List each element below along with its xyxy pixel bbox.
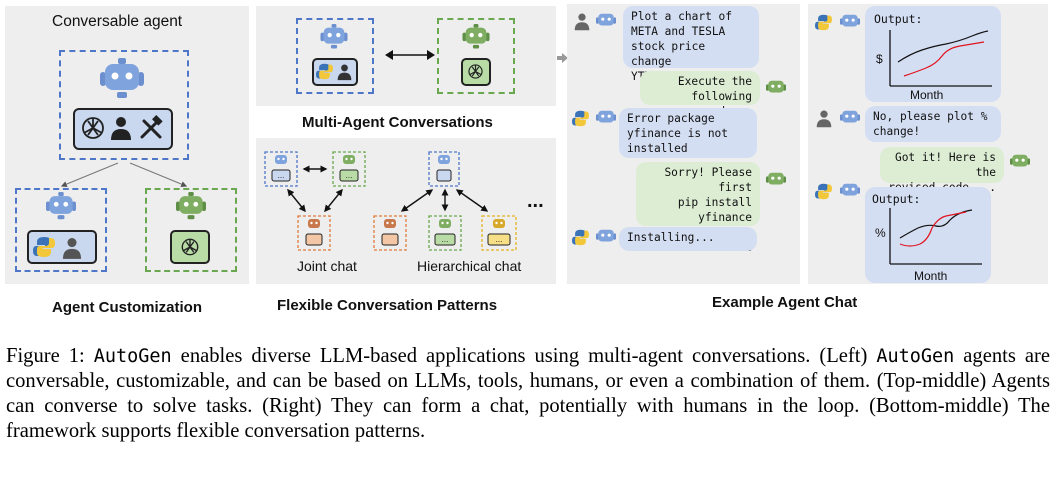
output-chart-2-xlabel: Month bbox=[914, 269, 948, 283]
svg-text:...: ... bbox=[346, 171, 353, 180]
output-chart-2-bubble bbox=[865, 187, 991, 283]
agent-b-capability bbox=[461, 58, 491, 86]
output-chart-1-label: Output: bbox=[874, 12, 923, 26]
openai-icon bbox=[468, 64, 483, 79]
chat-message-4: Sorry! Please first pip install yfinance… bbox=[636, 162, 760, 254]
agent-customization-caption: Agent Customization bbox=[52, 299, 202, 316]
chat-message-5: Installing... bbox=[619, 227, 757, 251]
bidirectional-arrow bbox=[385, 50, 435, 60]
python-icon bbox=[572, 110, 589, 127]
llm-agent-box bbox=[145, 188, 237, 272]
openai-icon bbox=[181, 238, 199, 256]
person-icon bbox=[111, 117, 131, 140]
flexible-patterns-caption: Flexible Conversation Patterns bbox=[277, 297, 498, 314]
conversation-patterns-diagram: ... ... ... ... bbox=[264, 151, 517, 251]
chat-message-3: Error package yfinance is not installed bbox=[619, 108, 757, 158]
output-chart-1 bbox=[889, 30, 992, 87]
python-icon bbox=[815, 183, 832, 200]
conversable-agent-title: Conversable agent bbox=[52, 13, 183, 30]
person-icon bbox=[574, 13, 590, 31]
figure-caption: Figure 1: AutoGen enables diverse LLM-ba… bbox=[6, 344, 1050, 444]
figure-caption-prefix: Figure 1: bbox=[6, 345, 94, 367]
tools-icon bbox=[140, 115, 163, 139]
robot-icon bbox=[100, 58, 144, 98]
to-chat-arrow bbox=[557, 53, 568, 63]
series-red-line bbox=[903, 41, 985, 77]
output-chart-1-xlabel: Month bbox=[910, 88, 944, 102]
svg-text:...: ... bbox=[442, 235, 449, 244]
person-icon bbox=[62, 238, 82, 259]
robot-icon bbox=[596, 13, 616, 26]
output-chart-2-ylabel: % bbox=[875, 226, 886, 240]
robot-icon bbox=[176, 192, 206, 220]
robot-icon bbox=[766, 172, 786, 185]
person-icon bbox=[337, 64, 352, 81]
figure-caption-part2: agents are conversable, customizable, an… bbox=[6, 345, 1051, 442]
robot-icon bbox=[462, 24, 490, 49]
robot-icon bbox=[840, 183, 860, 196]
robot-icon bbox=[840, 110, 860, 123]
openai-icon bbox=[82, 117, 104, 139]
python-icon bbox=[316, 63, 333, 80]
more-patterns-ellipsis: ... bbox=[527, 190, 544, 212]
output-chart-2 bbox=[889, 208, 982, 265]
joint-chat-label: Joint chat bbox=[297, 258, 357, 274]
example-agent-chat-caption: Example Agent Chat bbox=[712, 294, 858, 311]
robot-icon bbox=[840, 14, 860, 27]
python-human-box bbox=[27, 230, 97, 264]
autogen-name-2: AutoGen bbox=[876, 346, 955, 367]
hierarchical-chat-label: Hierarchical chat bbox=[417, 258, 522, 274]
output-chart-2-label: Output: bbox=[872, 192, 921, 206]
python-icon bbox=[33, 237, 55, 257]
chat-message-1: Plot a chart of META and TESLA stock pri… bbox=[623, 6, 759, 83]
python-icon bbox=[572, 229, 589, 246]
python-human-agent-box bbox=[15, 188, 107, 272]
python-icon bbox=[815, 14, 832, 31]
conversable-agent-box bbox=[59, 50, 189, 160]
chat-message-7: Got it! Here is the revised code ... bbox=[880, 147, 1004, 194]
chat-message-2: Execute the following code... bbox=[640, 71, 760, 118]
series-black-line bbox=[899, 209, 973, 239]
customization-arrows bbox=[60, 162, 188, 187]
robot-icon bbox=[1010, 154, 1030, 167]
robot-icon bbox=[766, 80, 786, 93]
figure-caption-part1: enables diverse LLM-based applications u… bbox=[171, 345, 877, 367]
multi-agent-caption: Multi-Agent Conversations bbox=[302, 114, 493, 131]
series-red-line bbox=[899, 211, 967, 247]
person-icon bbox=[816, 110, 832, 128]
robot-icon bbox=[46, 192, 76, 220]
chat-message-6: No, please plot % change! bbox=[865, 106, 1001, 142]
agent-a-capability bbox=[312, 58, 358, 86]
svg-text:...: ... bbox=[496, 235, 503, 244]
output-chart-1-ylabel: $ bbox=[876, 52, 883, 66]
series-black-line bbox=[897, 30, 989, 63]
robot-icon bbox=[320, 24, 348, 49]
robot-icon bbox=[596, 110, 616, 123]
robot-icon bbox=[596, 229, 616, 242]
agent-a-box bbox=[296, 18, 374, 94]
svg-text:...: ... bbox=[278, 171, 285, 180]
agent-b-box bbox=[437, 18, 515, 94]
multi-agent-panel bbox=[256, 6, 556, 106]
autogen-name-1: AutoGen bbox=[93, 346, 172, 367]
